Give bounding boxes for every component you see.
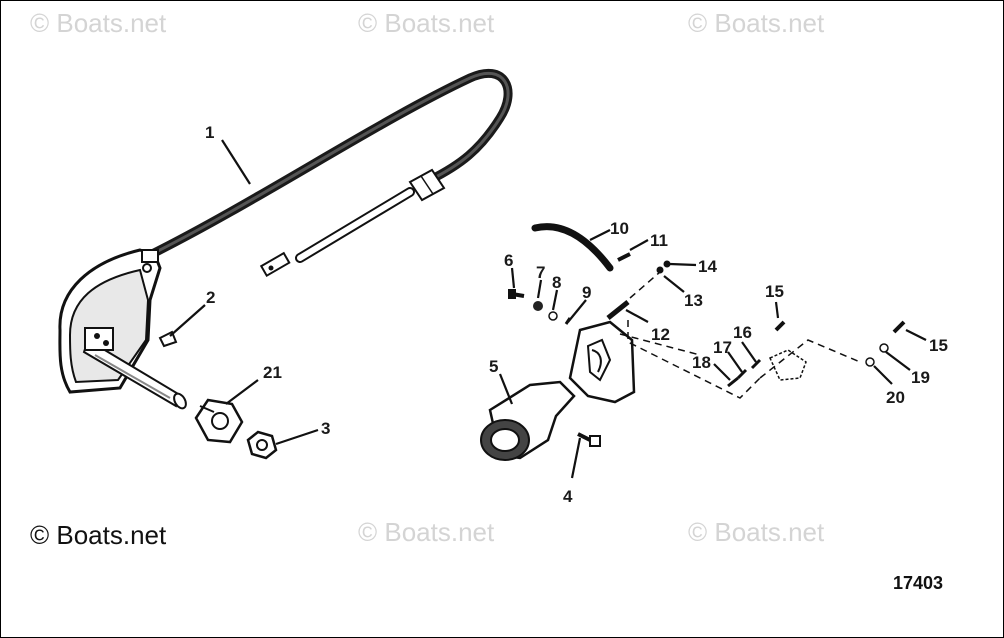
- watermark: © Boats.net: [688, 517, 825, 547]
- small-hardware[interactable]: [508, 252, 906, 388]
- callout-18: 18: [692, 353, 711, 372]
- callout-2: 2: [206, 288, 215, 307]
- callout-15: 15: [765, 282, 784, 301]
- callout-19: 19: [911, 368, 930, 387]
- callout-21: 21: [263, 363, 282, 382]
- helm-ring[interactable]: [480, 380, 576, 461]
- callout-13: 13: [684, 291, 703, 310]
- callout-14: 14: [698, 257, 717, 276]
- callout-17: 17: [713, 338, 732, 357]
- callout-3: 3: [321, 419, 330, 438]
- callout-20: 20: [886, 388, 905, 407]
- callout-labels: 1 2 3 4 5 6 7 8 9 10 11 12 13 14 15 16 1…: [205, 123, 948, 506]
- hex-nut[interactable]: [246, 430, 278, 460]
- watermark: © Boats.net: [688, 8, 825, 38]
- callout-7: 7: [536, 263, 545, 282]
- diagram-number: 17403: [893, 573, 944, 593]
- callout-4: 4: [563, 487, 573, 506]
- steering-cable[interactable]: [145, 68, 513, 278]
- callout-10: 10: [610, 219, 629, 238]
- callout-6: 6: [504, 251, 513, 270]
- callout-9: 9: [582, 283, 591, 302]
- watermark: © Boats.net: [358, 517, 495, 547]
- assembly-lines: [619, 271, 861, 399]
- hose[interactable]: [531, 223, 614, 272]
- mounting-bracket[interactable]: [568, 320, 636, 404]
- helm-housing[interactable]: [58, 248, 188, 410]
- adapter-bezel[interactable]: [194, 398, 244, 444]
- bolt-4[interactable]: [577, 432, 601, 447]
- callout-16: 16: [733, 323, 752, 342]
- callout-11: 11: [650, 231, 668, 250]
- watermark: © Boats.net: [358, 8, 495, 38]
- leader-lines: [169, 139, 927, 479]
- callout-8: 8: [552, 273, 561, 292]
- callout-1: 1: [205, 123, 214, 142]
- callout-12: 12: [651, 325, 670, 344]
- copyright-text: © Boats.net: [30, 520, 167, 550]
- watermark: © Boats.net: [30, 8, 167, 38]
- callout-15b: 15: [929, 336, 948, 355]
- callout-5: 5: [489, 357, 498, 376]
